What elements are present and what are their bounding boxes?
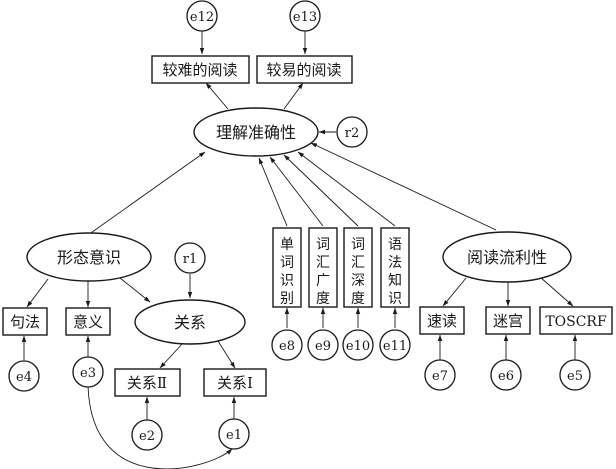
box-easy-reading[interactable]: 较易的阅读 bbox=[256, 55, 353, 84]
label-e2: e2 bbox=[139, 429, 155, 444]
path-e3-e1-covariance bbox=[85, 379, 233, 469]
error-r1[interactable]: r1 bbox=[174, 242, 206, 274]
path-grammar-comp bbox=[297, 151, 396, 227]
path-morph-syntax bbox=[26, 278, 49, 308]
label-relation: 关系 bbox=[174, 313, 206, 332]
error-e6[interactable]: e6 bbox=[490, 359, 522, 391]
label-grammar-1: 语 bbox=[388, 237, 402, 253]
latent-morphology[interactable]: 形态意识 bbox=[26, 232, 152, 282]
label-grammar-2: 法 bbox=[388, 255, 402, 271]
label-vocab-depth-4: 度 bbox=[351, 291, 365, 307]
path-vbreadth-comp bbox=[269, 156, 324, 227]
label-vocab-depth-3: 深 bbox=[351, 273, 365, 289]
path-relation-r2 bbox=[159, 342, 184, 369]
label-e3: e3 bbox=[80, 366, 96, 381]
box-maze[interactable]: 迷宫 bbox=[485, 306, 531, 335]
path-comp-hard bbox=[205, 82, 229, 110]
label-fluency: 阅读流利性 bbox=[467, 248, 547, 267]
label-e1: e1 bbox=[226, 428, 242, 443]
label-e10: e10 bbox=[346, 339, 370, 354]
box-speed-reading[interactable]: 速读 bbox=[419, 306, 465, 335]
path-vdepth-comp bbox=[283, 154, 359, 227]
label-vocab-depth-1: 词 bbox=[351, 237, 365, 253]
observed-variables: 较难的阅读 较易的阅读 单 词 识 别 词 汇 广 度 词 汇 深 度 bbox=[2, 55, 613, 397]
error-e5[interactable]: e5 bbox=[559, 359, 591, 391]
label-e8: e8 bbox=[279, 339, 295, 354]
label-relation-2: 关系Ⅱ bbox=[127, 374, 167, 392]
label-relation-1: 关系Ⅰ bbox=[217, 374, 253, 392]
box-relation-1[interactable]: 关系Ⅰ bbox=[203, 368, 267, 397]
latent-variables: 理解准确性 形态意识 关系 阅读流利性 bbox=[26, 107, 572, 345]
error-e1[interactable]: e1 bbox=[218, 418, 250, 450]
error-e3[interactable]: e3 bbox=[72, 356, 104, 388]
label-single-word-1: 单 bbox=[280, 237, 294, 253]
label-morphology: 形态意识 bbox=[57, 248, 121, 267]
label-e4: e4 bbox=[16, 370, 32, 385]
label-e7: e7 bbox=[432, 369, 448, 384]
path-lines bbox=[21, 31, 578, 469]
label-vocab-depth-2: 汇 bbox=[351, 255, 365, 271]
label-comprehension: 理解准确性 bbox=[216, 123, 296, 142]
label-vocab-breadth-3: 广 bbox=[316, 273, 330, 289]
label-grammar-3: 知 bbox=[388, 272, 402, 289]
error-e8[interactable]: e8 bbox=[271, 329, 303, 361]
error-e9[interactable]: e9 bbox=[307, 329, 339, 361]
label-single-word-2: 词 bbox=[280, 255, 294, 271]
label-toscrf: TOSCRF bbox=[545, 314, 607, 330]
label-easy-reading: 较易的阅读 bbox=[266, 61, 341, 79]
path-morph-comp bbox=[87, 151, 206, 236]
label-hard-reading: 较难的阅读 bbox=[162, 61, 237, 79]
path-fluency-comp bbox=[310, 142, 497, 231]
label-r2: r2 bbox=[345, 126, 360, 141]
label-speed-reading: 速读 bbox=[427, 312, 457, 330]
label-vocab-breadth-1: 词 bbox=[316, 237, 330, 253]
label-e11: e11 bbox=[383, 339, 407, 354]
latent-fluency[interactable]: 阅读流利性 bbox=[442, 231, 572, 283]
label-e12: e12 bbox=[190, 10, 214, 25]
label-e9: e9 bbox=[315, 339, 331, 354]
path-morph-relation bbox=[119, 277, 151, 303]
label-vocab-breadth-4: 度 bbox=[316, 291, 330, 307]
box-relation-2[interactable]: 关系Ⅱ bbox=[114, 368, 181, 397]
box-single-word[interactable]: 单 词 识 别 bbox=[272, 227, 302, 308]
error-e10[interactable]: e10 bbox=[342, 329, 374, 361]
error-terms: e12 e13 r2 r1 e8 e9 e10 e11 bbox=[8, 0, 591, 451]
label-e5: e5 bbox=[567, 369, 583, 384]
error-e12[interactable]: e12 bbox=[186, 0, 218, 32]
latent-relation[interactable]: 关系 bbox=[134, 299, 246, 345]
label-vocab-breadth-2: 汇 bbox=[316, 255, 330, 271]
label-grammar-4: 识 bbox=[388, 291, 402, 307]
label-syntax: 句法 bbox=[10, 313, 40, 331]
box-meaning[interactable]: 意义 bbox=[65, 307, 111, 336]
error-r2[interactable]: r2 bbox=[336, 116, 368, 148]
latent-comprehension[interactable]: 理解准确性 bbox=[193, 107, 319, 157]
error-e7[interactable]: e7 bbox=[424, 359, 456, 391]
box-vocab-breadth[interactable]: 词 汇 广 度 bbox=[308, 227, 338, 308]
error-e13[interactable]: e13 bbox=[289, 0, 321, 32]
box-toscrf[interactable]: TOSCRF bbox=[539, 306, 613, 335]
path-fluency-speed bbox=[442, 277, 467, 307]
box-syntax[interactable]: 句法 bbox=[2, 307, 48, 336]
label-maze: 迷宫 bbox=[493, 312, 523, 330]
label-single-word-3: 识 bbox=[280, 273, 294, 289]
label-e13: e13 bbox=[293, 10, 317, 25]
path-comp-easy bbox=[283, 82, 304, 110]
box-hard-reading[interactable]: 较难的阅读 bbox=[151, 55, 250, 84]
box-vocab-depth[interactable]: 词 汇 深 度 bbox=[343, 227, 373, 308]
path-fluency-toscrf bbox=[539, 276, 574, 307]
label-e6: e6 bbox=[498, 369, 514, 384]
path-relation-r1 bbox=[217, 340, 236, 369]
error-e4[interactable]: e4 bbox=[8, 360, 40, 392]
label-meaning: 意义 bbox=[73, 313, 103, 331]
label-r1: r1 bbox=[183, 252, 198, 267]
box-grammar[interactable]: 语 法 知 识 bbox=[380, 227, 410, 308]
error-e11[interactable]: e11 bbox=[379, 329, 411, 361]
label-single-word-4: 别 bbox=[280, 291, 294, 307]
path-word-comp bbox=[258, 157, 288, 227]
error-e2[interactable]: e2 bbox=[131, 419, 163, 451]
